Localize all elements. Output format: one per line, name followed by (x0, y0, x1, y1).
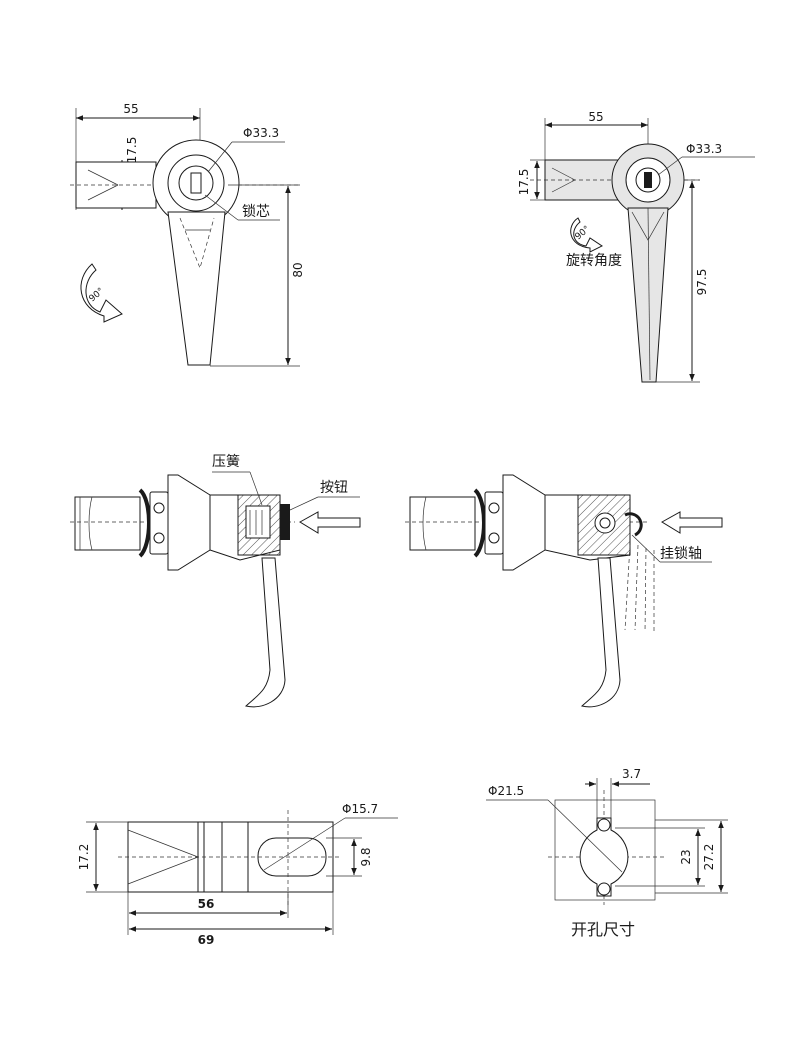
washer (138, 488, 151, 558)
push-button (280, 504, 290, 540)
view6-cutout: 3.7 Φ21.5 23 27.2 开孔尺寸 (486, 767, 728, 939)
dim-length-56: 56 (198, 897, 215, 911)
keyhole-slot-2 (644, 172, 652, 188)
label-rotation-angle: 旋转角度 (566, 253, 622, 269)
keyhole-slot (190, 172, 202, 194)
push-arrow-icon-2 (661, 511, 723, 534)
dim-diameter-15-7: Φ15.7 (342, 802, 378, 816)
dim-height-17-5: 17.5 (125, 137, 139, 164)
rotation-arrow-icon (80, 263, 123, 323)
dim-height-27-2: 27.2 (702, 844, 716, 871)
view1-handle-front: 55 17.5 Φ33.3 锁芯 80 90° (70, 102, 305, 367)
dim-length-69: 69 (198, 933, 215, 947)
dim-inner-9-8: 9.8 (359, 847, 373, 866)
dim-height-23: 23 (679, 849, 693, 864)
label-lock-core: 锁芯 (242, 204, 270, 220)
dim-height-17-2: 17.2 (77, 844, 91, 871)
rotation-90: 90° (88, 286, 107, 304)
view4-side-section: 挂锁轴 (405, 474, 723, 708)
dim-diameter-21-5: Φ21.5 (488, 784, 524, 798)
view3-side-section: 压簧 按钮 (70, 454, 361, 708)
dim-key-3-7: 3.7 (622, 767, 641, 781)
label-spring: 压簧 (212, 454, 240, 470)
label-button: 按钮 (320, 480, 348, 496)
hook-axis-icon (624, 512, 643, 537)
lever-hook (244, 557, 286, 708)
dim-height-17-5b: 17.5 (517, 169, 531, 196)
dim-width-55: 55 (123, 102, 138, 116)
dim-diameter-33-3b: Φ33.3 (686, 142, 722, 156)
lock-body-flange (167, 474, 211, 571)
push-arrow-icon (299, 511, 361, 534)
dim-width-55b: 55 (588, 110, 603, 124)
handle-blade (167, 211, 226, 366)
view5-top-view: 17.2 9.8 Φ15.7 56 69 (77, 802, 398, 947)
spring (245, 505, 271, 539)
rotation-arrow-icon-2 (570, 217, 603, 253)
view2-handle-front: 55 17.5 Φ33.3 97.5 90° 旋转角度 (517, 110, 755, 383)
nut (149, 491, 169, 555)
dim-length-80: 80 (291, 262, 305, 277)
cutout-shape (579, 817, 629, 897)
dim-diameter-33-3: Φ33.3 (243, 126, 279, 140)
caption-cutout-size: 开孔尺寸 (571, 920, 635, 939)
dim-length-97-5: 97.5 (695, 269, 709, 296)
lever-bar-2 (544, 159, 624, 201)
label-hook-axis: 挂锁轴 (660, 546, 702, 562)
